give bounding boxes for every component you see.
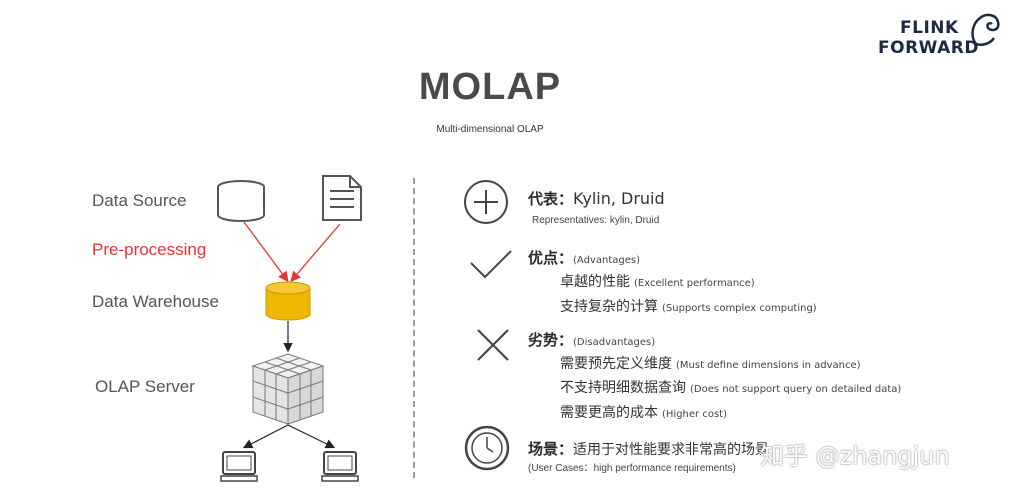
- logo-line-1: FLINK: [900, 18, 959, 38]
- olap-server-label: OLAP Server: [95, 377, 195, 396]
- disadvantage-item-cn: 需要更高的成本: [560, 405, 658, 421]
- advantage-item: 卓越的性能 (Excellent performance): [560, 271, 755, 291]
- advantages-heading: 优点：(Advantages): [528, 247, 640, 268]
- representatives-value: Kylin, Druid: [573, 189, 665, 208]
- warehouse-cylinder-icon: [265, 281, 311, 321]
- olap-cube-icon: [251, 353, 325, 425]
- use-cases-label: 场景：: [528, 440, 574, 458]
- flink-forward-logo: FLINK FORWARD: [878, 13, 1000, 62]
- representatives-line: 代表：Kylin, Druid: [528, 188, 665, 209]
- disadvantage-item: 需要更高的成本 (Higher cost): [560, 402, 727, 422]
- use-cases-value: 适用于对性能要求非常高的场景: [573, 442, 770, 458]
- advantage-item-en: (Excellent performance): [634, 278, 755, 289]
- client-computer-icon: [220, 451, 258, 482]
- page-title: MOLAP: [418, 66, 562, 108]
- squirrel-icon: [971, 13, 1000, 46]
- advantage-item-en: (Supports complex computing): [662, 303, 817, 314]
- disadvantage-item-cn: 不支持明细数据查询: [560, 380, 686, 396]
- arrow-cube-to-client-1: [242, 424, 289, 449]
- logo-line-2: FORWARD: [878, 38, 980, 58]
- watermark: 知乎 @zhangjun: [760, 442, 950, 470]
- document-icon: [322, 175, 362, 221]
- use-cases-english: (User Cases：high performance requirement…: [528, 463, 736, 474]
- advantage-item-cn: 支持复杂的计算: [560, 299, 658, 315]
- molap-architecture-diagram: [217, 175, 362, 482]
- representatives-label: 代表：: [528, 190, 574, 208]
- pre-processing-label: Pre-processing: [92, 240, 207, 259]
- disadvantage-item-en: (Higher cost): [662, 409, 727, 420]
- database-icon: [217, 180, 265, 222]
- disadvantage-item-cn: 需要预先定义维度: [560, 356, 672, 372]
- arrow-cube-to-client-2: [287, 424, 336, 449]
- disadvantage-item-en: (Does not support query on detailed data…: [690, 384, 902, 395]
- disadvantages-english: (Disadvantages): [573, 337, 656, 348]
- advantages-label: 优点：: [528, 249, 574, 267]
- disadvantages-heading: 劣势：(Disadvantages): [528, 329, 655, 350]
- client-computer-icon: [321, 451, 359, 482]
- use-cases-line: 场景：适用于对性能要求非常高的场景: [528, 438, 769, 459]
- arrow-source-to-warehouse: [243, 221, 289, 283]
- representatives-english: Representatives: kylin, Druid: [532, 215, 660, 226]
- disadvantages-label: 劣势：: [528, 331, 574, 349]
- disadvantage-item: 不支持明细数据查询 (Does not support query on deta…: [560, 377, 901, 397]
- advantage-item: 支持复杂的计算 (Supports complex computing): [560, 296, 817, 316]
- checkmark-icon: [470, 250, 512, 279]
- clock-icon: [464, 425, 510, 471]
- data-warehouse-label: Data Warehouse: [92, 292, 219, 311]
- disadvantage-item: 需要预先定义维度 (Must define dimensions in advan…: [560, 353, 861, 373]
- disadvantage-item-en: (Must define dimensions in advance): [676, 360, 861, 371]
- advantages-english: (Advantages): [573, 255, 640, 266]
- cross-icon: [477, 329, 509, 361]
- advantage-item-cn: 卓越的性能: [560, 274, 630, 290]
- section-divider: [413, 178, 415, 478]
- plus-circle-icon: [464, 180, 508, 224]
- arrow-document-to-warehouse: [290, 223, 341, 282]
- data-source-label: Data Source: [92, 191, 187, 210]
- page-subtitle: Multi-dimensional OLAP: [436, 124, 544, 135]
